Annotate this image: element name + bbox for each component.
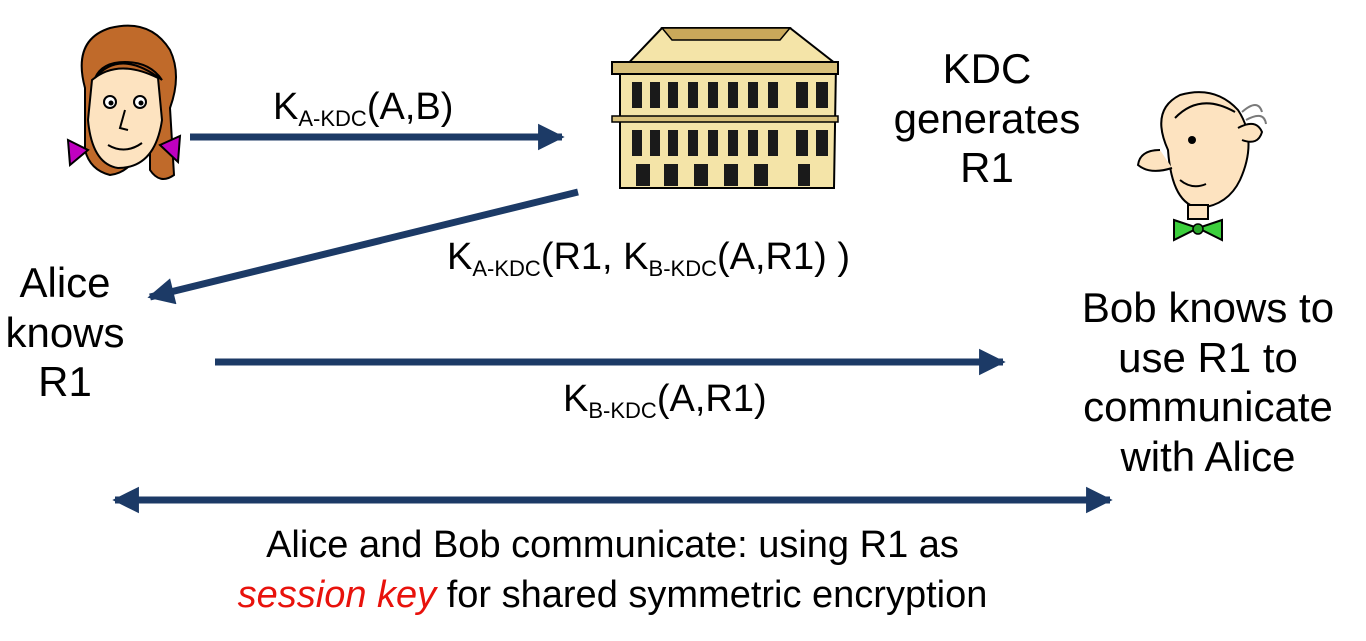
bob-icon	[1136, 91, 1267, 242]
message-alice-to-kdc: KA-KDC(A,B)	[273, 88, 453, 130]
alice-label: Alice knows R1	[5, 259, 125, 406]
key-subscript: A-KDC	[472, 256, 541, 281]
caption-line-2-rest: for shared symmetric encryption	[436, 574, 988, 617]
message-content-post: (A,R1) )	[716, 236, 850, 278]
inner-key-symbol: K	[623, 236, 649, 278]
key-subscript: B-KDC	[588, 398, 657, 423]
kdc-label: KDC generates R1	[893, 45, 1081, 192]
bob-label: Bob knows to use R1 to communicate with …	[1081, 284, 1335, 480]
kdc-building-icon	[611, 27, 839, 189]
caption-line-1: Alice and Bob communicate: using R1 as	[266, 524, 959, 566]
arrow-kdc-to-alice	[147, 188, 579, 305]
message-content-pre: (R1,	[540, 236, 624, 278]
key-symbol: K	[273, 86, 299, 128]
inner-key-subscript: B-KDC	[648, 256, 717, 281]
message-alice-to-bob: KB-KDC(A,R1)	[563, 380, 767, 422]
alice-icon	[66, 24, 182, 180]
session-key-emphasis: session key	[237, 574, 437, 617]
message-content: (A,B)	[366, 86, 454, 128]
key-symbol: K	[563, 378, 589, 420]
message-kdc-to-alice: KA-KDC(R1, KB-KDC(A,R1) )	[447, 238, 850, 280]
message-content: (A,R1)	[656, 378, 767, 420]
key-subscript: A-KDC	[298, 106, 367, 131]
key-symbol: K	[447, 236, 473, 278]
bottom-caption: Alice and Bob communicate: using R1 as s…	[140, 520, 1085, 620]
caption-line-2: session key for shared symmetric encrypt…	[140, 570, 1085, 620]
